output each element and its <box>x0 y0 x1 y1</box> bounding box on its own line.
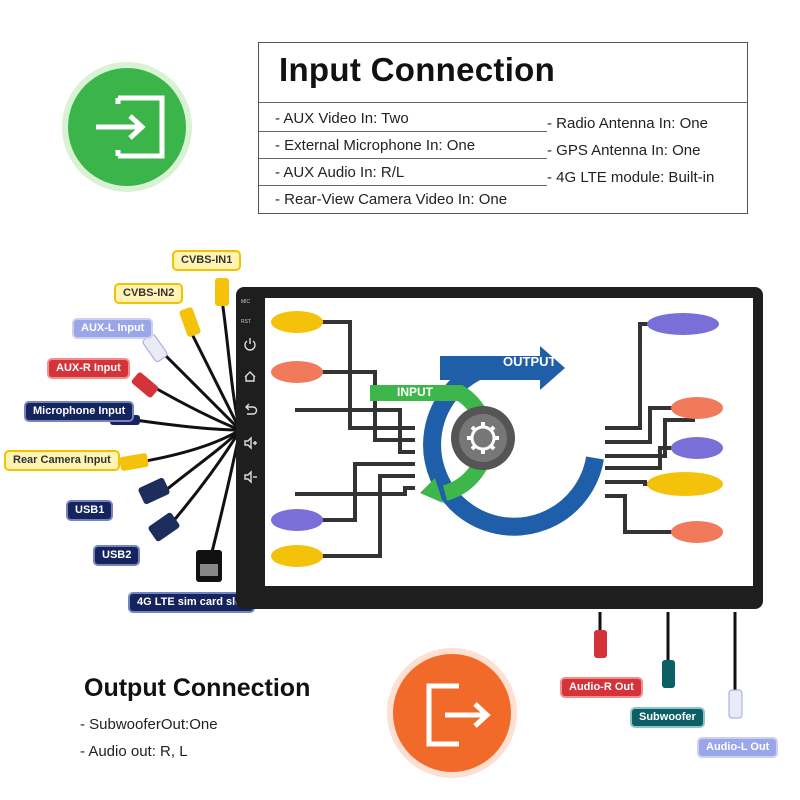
spec-item: - AUX Audio In: R/L <box>275 164 405 181</box>
rca-plug-yellow <box>215 278 229 306</box>
cable-label: CVBS-IN2 <box>114 283 184 304</box>
output-connector <box>671 437 723 459</box>
output-connector <box>671 397 723 419</box>
input-arrow-icon <box>96 95 165 159</box>
input-connector <box>271 361 323 383</box>
cable-label: USB1 <box>66 500 114 521</box>
output-item: - Audio out: R, L <box>80 743 188 760</box>
input-badge-circle <box>68 68 186 186</box>
divider <box>259 131 547 132</box>
volume-down-icon[interactable] <box>244 470 257 484</box>
output-connector <box>647 472 723 496</box>
output-connector <box>647 313 719 335</box>
spec-item: - Radio Antenna In: One <box>547 115 708 132</box>
rca-plug-yellow <box>119 453 149 471</box>
cable-label: USB2 <box>93 545 141 566</box>
cable-label: AUX-R Input <box>47 358 130 379</box>
spec-item: - External Microphone In: One <box>275 137 476 154</box>
rca-plug-teal <box>662 660 675 688</box>
divider <box>259 158 547 159</box>
volume-up-icon[interactable] <box>244 436 257 450</box>
cable-label: Subwoofer <box>630 707 705 728</box>
cable-label: Rear Camera Input <box>4 450 120 471</box>
rca-plug-red <box>131 372 159 398</box>
cable-label: Microphone Input <box>24 401 135 422</box>
side-buttons <box>244 338 258 484</box>
spec-item: - Rear-View Camera Video In: One <box>275 191 508 208</box>
home-icon[interactable] <box>244 371 256 382</box>
rca-plug-yellow <box>179 307 201 337</box>
input-connection-title: Input Connection <box>279 51 556 88</box>
spec-item: - 4G LTE module: Built-in <box>547 169 715 186</box>
divider <box>259 185 547 186</box>
output-connector <box>671 521 723 543</box>
output-badge-circle <box>393 654 511 772</box>
spec-item: - GPS Antenna In: One <box>547 142 701 159</box>
cable-label: AUX-L Input <box>72 318 154 339</box>
output-connection-title: Output Connection <box>84 674 311 702</box>
output-arrow-icon <box>426 683 491 747</box>
head-unit: MIC RST <box>236 287 763 609</box>
usb-plug <box>148 512 180 542</box>
mic-label: MIC <box>241 299 251 305</box>
rst-label: RST <box>241 319 251 325</box>
back-icon[interactable] <box>245 403 258 415</box>
input-connection-box: Input Connection - AUX Video In: Two - E… <box>258 42 748 214</box>
gear-icon <box>467 422 499 454</box>
spec-item: - AUX Video In: Two <box>275 110 409 127</box>
rca-plug-white <box>728 689 743 719</box>
input-connector <box>271 311 323 333</box>
rca-plug-red <box>594 630 607 658</box>
input-diagram-label: INPUT <box>397 385 433 399</box>
cable-label: Audio-L Out <box>697 737 779 758</box>
power-icon[interactable] <box>244 338 256 351</box>
divider <box>259 102 747 103</box>
cable-label: Audio-R Out <box>560 677 643 698</box>
input-connector <box>271 509 323 531</box>
cable-label: 4G LTE sim card slot <box>128 592 255 613</box>
screen: OUTPUT INPUT <box>265 298 753 586</box>
output-diagram-label: OUTPUT <box>503 354 557 369</box>
usb-plug <box>138 477 170 505</box>
cable-label: CVBS-IN1 <box>172 250 242 271</box>
connection-diagram <box>271 311 723 567</box>
output-badge <box>387 648 517 778</box>
output-item: - SubwooferOut:One <box>80 716 218 733</box>
input-connector <box>271 545 323 567</box>
input-badge <box>62 62 192 192</box>
